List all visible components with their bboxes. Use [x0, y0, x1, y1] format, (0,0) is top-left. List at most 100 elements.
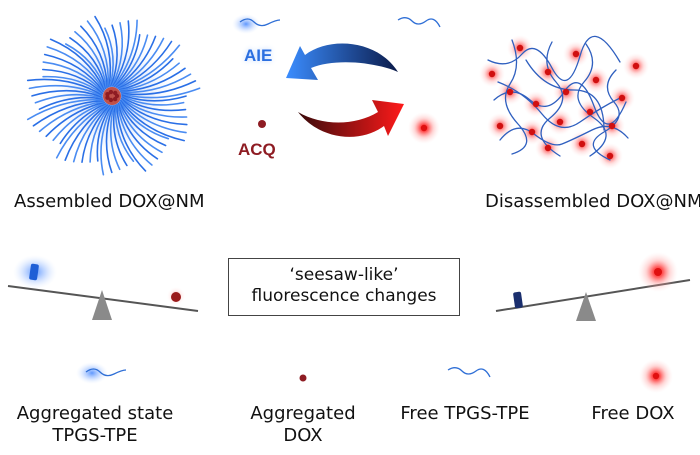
micelle-strand: [94, 15, 112, 88]
left-seesaw: [7, 255, 199, 320]
free-dox-dot: [528, 128, 536, 136]
micelle-strand: [121, 95, 185, 106]
micelle-strand: [28, 84, 103, 97]
free-dox-dot: [562, 88, 570, 96]
legend-label-aggregated-tpgs-tpe: Aggregated state TPGS-TPE: [10, 403, 180, 447]
legend-label-line2: DOX: [283, 425, 323, 446]
right-seesaw: [495, 252, 691, 321]
micelle-strand: [115, 104, 147, 172]
micelle-strand: [64, 104, 109, 161]
micelle-strand: [117, 102, 159, 160]
free-dox-dot: [496, 122, 504, 130]
micelle-strand: [121, 87, 201, 99]
legend-symbol-free-dox: [639, 359, 673, 393]
micelle-strand: [96, 105, 112, 162]
legend-symbol-aggregated-dox: [299, 374, 307, 382]
micelle-strand: [42, 75, 103, 95]
micelle-strand: [120, 99, 185, 142]
free-dox-dot: [586, 108, 594, 116]
micelle-strand: [121, 94, 187, 102]
free-dox-dot: [592, 76, 600, 84]
micelle-strand: [46, 46, 105, 92]
seesaw-caption-line2: fluorescence changes: [251, 286, 437, 306]
micelle-strand: [52, 102, 106, 142]
micelle-strand: [109, 105, 121, 171]
micelle-strand: [42, 61, 104, 93]
micelle-strand: [100, 105, 113, 176]
micelle-strand: [120, 80, 197, 96]
micelle-strand: [115, 34, 149, 88]
legend-label-line1: Free TPGS-TPE: [400, 403, 530, 424]
legend-label-line2: TPGS-TPE: [52, 425, 138, 446]
micelle-strand: [119, 100, 170, 140]
micelle-strand: [120, 73, 192, 94]
micelle-strand: [45, 101, 106, 138]
free-chain-strand: [525, 59, 605, 131]
micelle-strand: [55, 103, 108, 159]
free-chain-strand: [592, 69, 620, 161]
micelle-strand: [38, 100, 105, 133]
free-dox-dot: [578, 140, 586, 148]
micelle-strand: [49, 38, 106, 91]
seesaw-caption-line1: ‘seesaw-like’: [289, 265, 399, 285]
micelle-strand: [117, 40, 173, 90]
micelle-strand: [118, 58, 174, 91]
micelle-strand: [111, 22, 124, 87]
free-dox-dot: [544, 68, 552, 76]
disassembled-label: Disassembled DOX@NM: [485, 191, 700, 212]
micelle-strand: [118, 101, 167, 147]
legend-symbol-aggregated-tpgs-tpe: [76, 362, 127, 384]
acq-arrow: [298, 100, 404, 137]
free-chain-strand: [577, 43, 607, 157]
micelle-strand: [89, 105, 111, 163]
micelle-strand: [80, 25, 109, 88]
free-chain-strand: [540, 41, 564, 157]
micelle-strand: [114, 104, 135, 162]
free-chain-strand: [487, 35, 621, 82]
micelle-strand: [116, 37, 165, 89]
micelle-strand: [32, 99, 104, 127]
free-dox-dot: [618, 94, 626, 102]
acq-label: ACQ: [238, 140, 276, 159]
micelle-strand: [112, 104, 128, 167]
micelle-strand: [65, 43, 106, 90]
micelle-strand: [119, 62, 180, 92]
micelle-strand: [31, 89, 103, 98]
free-dox-dot: [608, 122, 616, 130]
legend-label-free-dox: Free DOX: [578, 403, 688, 425]
aie-arrow: [286, 43, 398, 80]
micelle-strand: [38, 96, 104, 110]
micelle-strand: [86, 20, 110, 88]
aie-label: AIE: [244, 46, 273, 65]
free-dox-dot: [516, 44, 524, 52]
seesaw-caption-box: ‘seesaw-like’ fluorescence changes: [228, 258, 460, 316]
legend-label-line1: Aggregated: [250, 403, 356, 424]
micelle-strand: [113, 19, 138, 87]
micelle-strand: [42, 68, 104, 94]
micelle-strand: [34, 93, 103, 104]
micelle-strand: [121, 97, 188, 118]
free-dox-dot: [488, 70, 496, 78]
legend-label-aggregated-dox: Aggregated DOX: [238, 403, 368, 447]
free-dox-dot: [544, 144, 552, 152]
micelle-strand: [114, 34, 141, 88]
free-dox-dot: [572, 50, 580, 58]
micelle-strand: [104, 27, 114, 87]
micelle-strand: [26, 78, 103, 96]
free-dox-dot: [556, 118, 564, 126]
free-chain-strand: [504, 39, 528, 155]
free-chain-strand: [497, 81, 621, 129]
micelle-strand: [110, 24, 118, 87]
free-chain-top-right: [397, 17, 441, 28]
assembled-label: Assembled DOX@NM: [14, 191, 205, 212]
legend-symbol-free-tpgs-tpe: [447, 367, 491, 378]
micelle-strand: [121, 96, 187, 112]
free-dox-glow-middle: [408, 112, 440, 144]
free-dox-dot: [532, 100, 540, 108]
micelle-strand: [118, 44, 181, 90]
legend-label-line1: Aggregated state: [16, 403, 174, 424]
micelle-strand: [72, 104, 109, 163]
free-chain-top-left: [232, 14, 281, 34]
micelle-strand: [112, 20, 130, 87]
